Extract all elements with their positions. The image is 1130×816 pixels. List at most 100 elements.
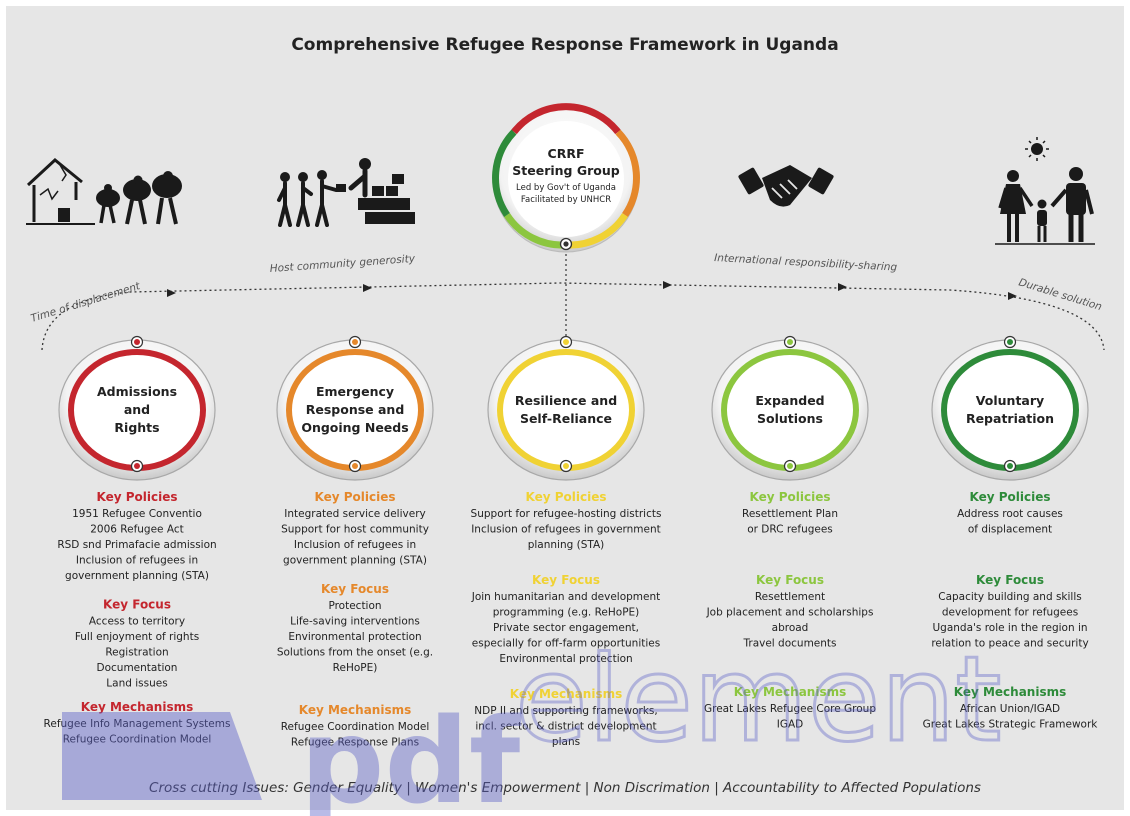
pillar-color-ring <box>497 349 635 471</box>
focus-item: Documentation <box>97 662 178 674</box>
key-mechanisms-heading: Key Mechanisms <box>734 685 847 699</box>
family-sun-icon <box>995 137 1095 245</box>
focus-item: Capacity building and skills <box>938 591 1081 603</box>
policy-item: Inclusion of refugees in <box>76 555 198 567</box>
pillar-dot-center <box>134 463 140 469</box>
policy-item: Resettlement Plan <box>742 508 838 520</box>
pillar-dot-center <box>563 463 569 469</box>
focus-item: Job placement and scholarships <box>706 607 874 619</box>
steering-group-node: CRRF Steering Group Led by Gov't of Ugan… <box>492 103 640 338</box>
mechanism-item: Great Lakes Strategic Framework <box>923 719 1099 731</box>
policy-item: 1951 Refugee Conventio <box>72 508 202 520</box>
policy-item: Support for host community <box>281 524 429 536</box>
mechanism-item: African Union/IGAD <box>960 703 1060 715</box>
steering-sub-line2: Facilitated by UNHCR <box>521 195 611 205</box>
handshake-icon <box>738 165 834 207</box>
cross-cutting-issues: Cross cutting Issues: Gender Equality | … <box>149 780 981 796</box>
key-mechanisms-heading: Key Mechanisms <box>299 703 412 717</box>
pillar-dot-center <box>352 463 358 469</box>
focus-item: Access to territory <box>89 616 185 628</box>
policy-item: government planning (STA) <box>283 555 427 567</box>
mechanism-item: incl. sector & district development <box>475 721 656 733</box>
mechanism-item: Refugee Info Management Systems <box>44 718 231 730</box>
focus-item: Full enjoyment of rights <box>75 631 199 643</box>
focus-item: especially for off-farm opportunities <box>472 638 660 650</box>
focus-item: ReHoPE) <box>333 662 378 674</box>
policy-item: Support for refugee-hosting districts <box>471 508 662 520</box>
focus-item: programming (e.g. ReHoPE) <box>493 607 640 619</box>
policy-item: 2006 Refugee Act <box>90 524 184 536</box>
watermark: pdf element <box>62 629 1003 816</box>
policy-item: Address root causes <box>957 508 1063 520</box>
key-policies-heading: Key Policies <box>750 490 831 504</box>
focus-item: development for refugees <box>942 607 1078 619</box>
focus-item: abroad <box>772 622 809 634</box>
pillar-label-line: Rights <box>114 420 159 435</box>
destroyed-house-refugees-icon <box>26 158 182 225</box>
pillar-label-line: Voluntary <box>976 393 1044 408</box>
pillar-dot-center <box>352 339 358 345</box>
policy-item: government planning (STA) <box>65 570 209 582</box>
journey-arc <box>41 282 1105 351</box>
mechanism-item: Great Lakes Refugee Core Group <box>704 703 876 715</box>
focus-item: Land issues <box>106 678 167 690</box>
key-focus-heading: Key Focus <box>756 573 824 587</box>
policy-item: Integrated service delivery <box>284 508 425 520</box>
mechanism-item: NDP II and supporting frameworks, <box>474 705 657 717</box>
focus-item: Join humanitarian and development <box>471 591 661 603</box>
focus-item: Protection <box>328 600 381 612</box>
key-focus-heading: Key Focus <box>103 598 171 612</box>
svg-text:element: element <box>515 630 1002 768</box>
mechanism-item: Refugee Coordination Model <box>281 721 430 733</box>
pillar-dot-center <box>1007 463 1013 469</box>
mechanism-item: IGAD <box>777 719 804 731</box>
key-focus-heading: Key Focus <box>532 573 600 587</box>
journey-arrows <box>167 281 1017 300</box>
focus-item: Private sector engagement, <box>493 622 639 634</box>
steering-title-line1: CRRF <box>548 146 585 161</box>
focus-item: relation to peace and security <box>931 638 1088 650</box>
policy-item: Inclusion of refugees in government <box>471 524 661 536</box>
pillar-dot-center <box>1007 339 1013 345</box>
pillar-color-ring <box>941 349 1079 471</box>
pillar-label-line: Emergency <box>316 384 394 399</box>
key-policies-heading: Key Policies <box>315 490 396 504</box>
focus-item: Travel documents <box>743 638 837 650</box>
key-mechanisms-heading: Key Mechanisms <box>510 687 623 701</box>
policy-item: or DRC refugees <box>747 524 833 536</box>
pillar-dot-center <box>787 339 793 345</box>
steering-sub-line1: Led by Gov't of Uganda <box>516 183 616 193</box>
pillar-label-line: Admissions <box>97 384 177 399</box>
focus-item: Uganda's role in the region in <box>932 622 1087 634</box>
key-policies-heading: Key Policies <box>970 490 1051 504</box>
focus-item: Registration <box>105 647 168 659</box>
policy-item: of displacement <box>968 524 1052 536</box>
pillar-label-line: Expanded <box>755 393 824 408</box>
pillar-dot-center <box>134 339 140 345</box>
key-focus-heading: Key Focus <box>976 573 1044 587</box>
svg-text:pdf: pdf <box>300 692 522 816</box>
pillar-label-line: Self-Reliance <box>520 411 612 426</box>
mechanism-item: Refugee Response Plans <box>291 737 419 749</box>
steering-title-line2: Steering Group <box>512 163 619 178</box>
key-mechanisms-heading: Key Mechanisms <box>954 685 1067 699</box>
pillar-color-ring <box>721 349 859 471</box>
pillar-label-line: Solutions <box>757 411 823 426</box>
mechanism-item: plans <box>552 736 580 748</box>
pillar-label-line: Repatriation <box>966 411 1054 426</box>
pillar-dot-center <box>787 463 793 469</box>
pillar-label-line: Ongoing Needs <box>301 420 408 435</box>
pillar-dot-center <box>563 339 569 345</box>
key-policies-heading: Key Policies <box>526 490 607 504</box>
pillar-label-line: Resilience and <box>515 393 617 408</box>
focus-item: Environmental protection <box>288 631 421 643</box>
focus-item: Resettlement <box>755 591 825 603</box>
focus-item: Solutions from the onset (e.g. <box>277 647 433 659</box>
mechanism-item: Refugee Coordination Model <box>63 734 212 746</box>
aid-distribution-icon <box>277 158 415 227</box>
key-mechanisms-heading: Key Mechanisms <box>81 700 194 714</box>
